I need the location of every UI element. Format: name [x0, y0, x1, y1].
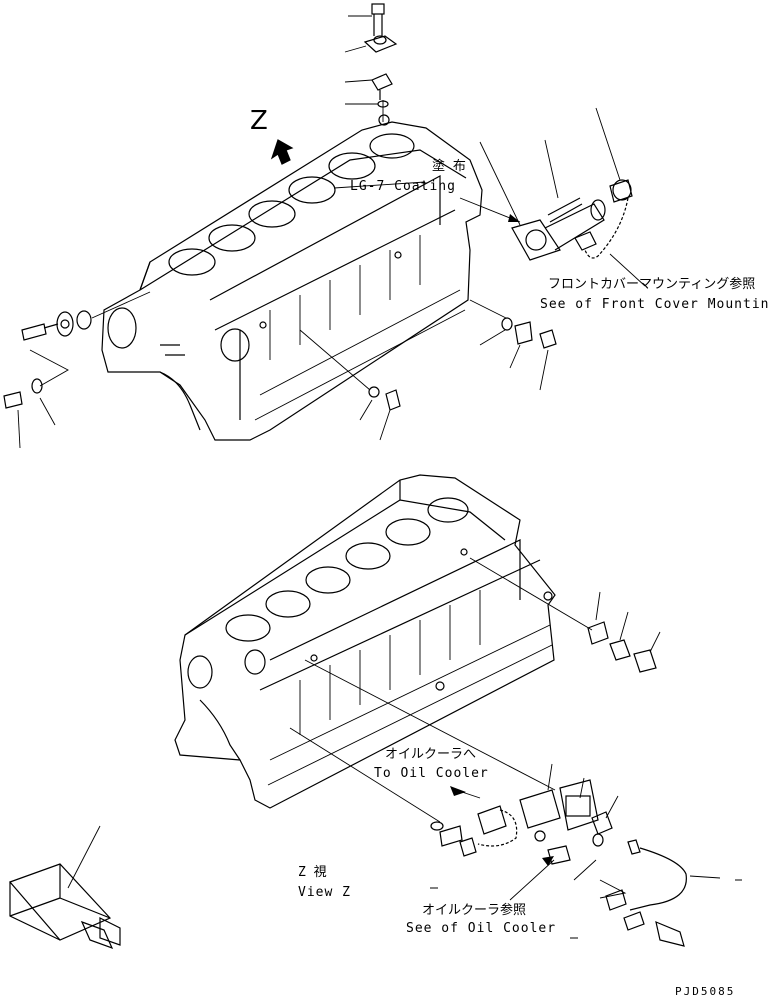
coating-label-en: LG-7 Coating: [350, 179, 456, 194]
view-arrow-icon: [270, 139, 294, 165]
lower-cylinder-block: [174, 474, 556, 809]
view-letter: Z: [250, 106, 268, 136]
view-z-detail: [8, 825, 121, 950]
right-fittings-lower: [469, 557, 661, 673]
front-cover-label-jp: フロントカバーマウンティング参照: [548, 277, 756, 292]
front-cover-label-en: See of Front Cover Mounting: [540, 297, 769, 312]
top-bolt-stack: [344, 3, 398, 122]
see-oil-cooler-label-en: See of Oil Cooler: [406, 921, 557, 936]
to-oil-cooler-label-en: To Oil Cooler: [374, 766, 489, 781]
coating-label-jp: 塗 布: [432, 159, 466, 174]
front-pipe-assembly: [479, 107, 646, 287]
upper-cylinder-block: [101, 114, 483, 441]
see-oil-cooler-label-jp: オイルクーラ参照: [422, 903, 527, 918]
coating-leader: [333, 181, 426, 189]
drawing-code: PJD5085: [675, 985, 736, 998]
view-z-label-jp: Z 視: [298, 865, 327, 880]
to-oil-cooler-label-jp: オイルクーラへ: [385, 747, 477, 762]
left-fittings-top: [3, 291, 151, 449]
oil-cooler-connection: [289, 659, 721, 947]
dash-marks: [430, 879, 742, 939]
right-fittings-top: [299, 299, 557, 441]
view-z-label-en: View Z: [298, 885, 351, 900]
